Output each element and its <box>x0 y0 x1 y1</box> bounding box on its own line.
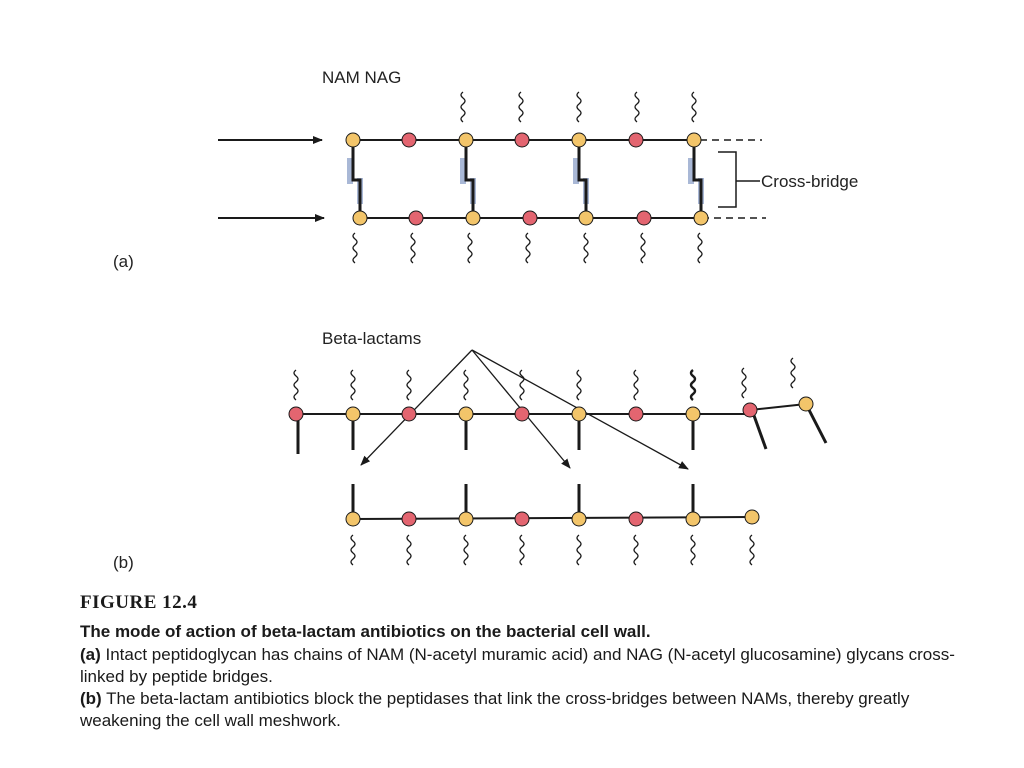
cross-bridge <box>347 140 363 218</box>
squiggle <box>741 367 747 399</box>
squiggle-group <box>352 91 703 264</box>
squiggle <box>460 91 466 123</box>
squiggle <box>640 232 646 264</box>
panel-a: NAM NAG (a) Cross-bridge <box>113 68 858 271</box>
figure-caption: FIGURE 12.4 The mode of action of beta-l… <box>80 592 960 732</box>
squiggle <box>634 91 640 123</box>
figure-title: The mode of action of beta-lactam antibi… <box>80 622 651 641</box>
beta-lactams-label: Beta-lactams <box>322 329 421 348</box>
cross-bridge <box>460 140 476 218</box>
nam-sugar <box>345 132 361 148</box>
nam-sugar <box>744 509 760 525</box>
nam-sugar <box>458 406 474 422</box>
squiggle <box>749 534 755 566</box>
chain-tail <box>749 403 807 411</box>
squiggle <box>463 369 469 401</box>
bottom-glycan-chain <box>351 516 753 520</box>
nam-sugar <box>798 396 814 412</box>
nag-sugar <box>401 511 417 527</box>
nag-sugar <box>514 406 530 422</box>
nag-sugar <box>628 511 644 527</box>
squiggle <box>633 534 639 566</box>
squiggle <box>406 369 412 401</box>
squiggle <box>633 369 639 401</box>
caption-part-b-tag: (b) <box>80 689 102 708</box>
nam-sugar <box>458 511 474 527</box>
cross-bridge <box>573 140 589 218</box>
nam-sugar <box>571 406 587 422</box>
squiggle <box>519 369 525 401</box>
nam-sugar <box>686 132 702 148</box>
squiggle-group <box>293 357 796 566</box>
panel-b-label: (b) <box>113 553 134 572</box>
beta-lactam-arrow <box>360 349 473 466</box>
caption-part-b-text: The beta-lactam antibiotics block the pe… <box>80 689 910 730</box>
nam-sugar <box>345 406 361 422</box>
nam-sugar <box>465 210 481 226</box>
caption-part-a-tag: (a) <box>80 645 101 664</box>
nam-sugar <box>685 406 701 422</box>
nag-sugar <box>628 406 644 422</box>
nag-sugar <box>401 132 417 148</box>
nag-sugar <box>742 402 758 418</box>
nam-sugar <box>352 210 368 226</box>
squiggle <box>790 357 796 389</box>
squiggle <box>576 534 582 566</box>
nam-nag-label: NAM NAG <box>322 68 401 87</box>
peptide-stub <box>750 409 768 450</box>
nam-sugar <box>345 511 361 527</box>
squiggle <box>697 232 703 264</box>
squiggle <box>467 232 473 264</box>
nag-sugar <box>628 132 644 148</box>
squiggle <box>576 369 582 401</box>
squiggle <box>583 232 589 264</box>
nag-sugar <box>514 132 530 148</box>
panel-a-label: (a) <box>113 252 134 271</box>
nam-sugar <box>571 132 587 148</box>
squiggle <box>350 369 356 401</box>
cross-bridge-label: Cross-bridge <box>761 172 858 191</box>
squiggle <box>410 232 416 264</box>
squiggle <box>350 534 356 566</box>
nam-sugar <box>578 210 594 226</box>
figure-label: FIGURE 12.4 <box>80 592 198 613</box>
squiggle <box>525 232 531 264</box>
cross-bridge-bracket <box>718 151 737 208</box>
nam-sugar <box>571 511 587 527</box>
nag-sugar <box>514 511 530 527</box>
nam-sugar <box>693 210 709 226</box>
nag-sugar <box>522 210 538 226</box>
nag-sugar <box>288 406 304 422</box>
cross-bridge <box>688 140 704 218</box>
caption-part-a: (a) Intact peptidoglycan has chains of N… <box>80 644 960 688</box>
squiggle <box>518 91 524 123</box>
squiggle <box>463 534 469 566</box>
squiggle <box>691 91 697 123</box>
nam-sugar <box>685 511 701 527</box>
panel-b: Beta-lactams (b) <box>113 329 828 572</box>
squiggle <box>576 91 582 123</box>
caption-part-b: (b) The beta-lactam antibiotics block th… <box>80 688 960 732</box>
caption-part-a-text: Intact peptidoglycan has chains of NAM (… <box>80 645 955 686</box>
nag-sugar <box>408 210 424 226</box>
squiggle <box>293 369 299 401</box>
nag-sugar <box>401 406 417 422</box>
squiggle <box>519 534 525 566</box>
peptidoglycan-diagram: NAM NAG (a) Cross-bridge <box>113 68 858 572</box>
nam-sugar <box>458 132 474 148</box>
squiggle <box>352 232 358 264</box>
squiggle <box>406 534 412 566</box>
nag-sugar <box>636 210 652 226</box>
squiggle <box>690 534 696 566</box>
squiggle <box>689 369 697 401</box>
